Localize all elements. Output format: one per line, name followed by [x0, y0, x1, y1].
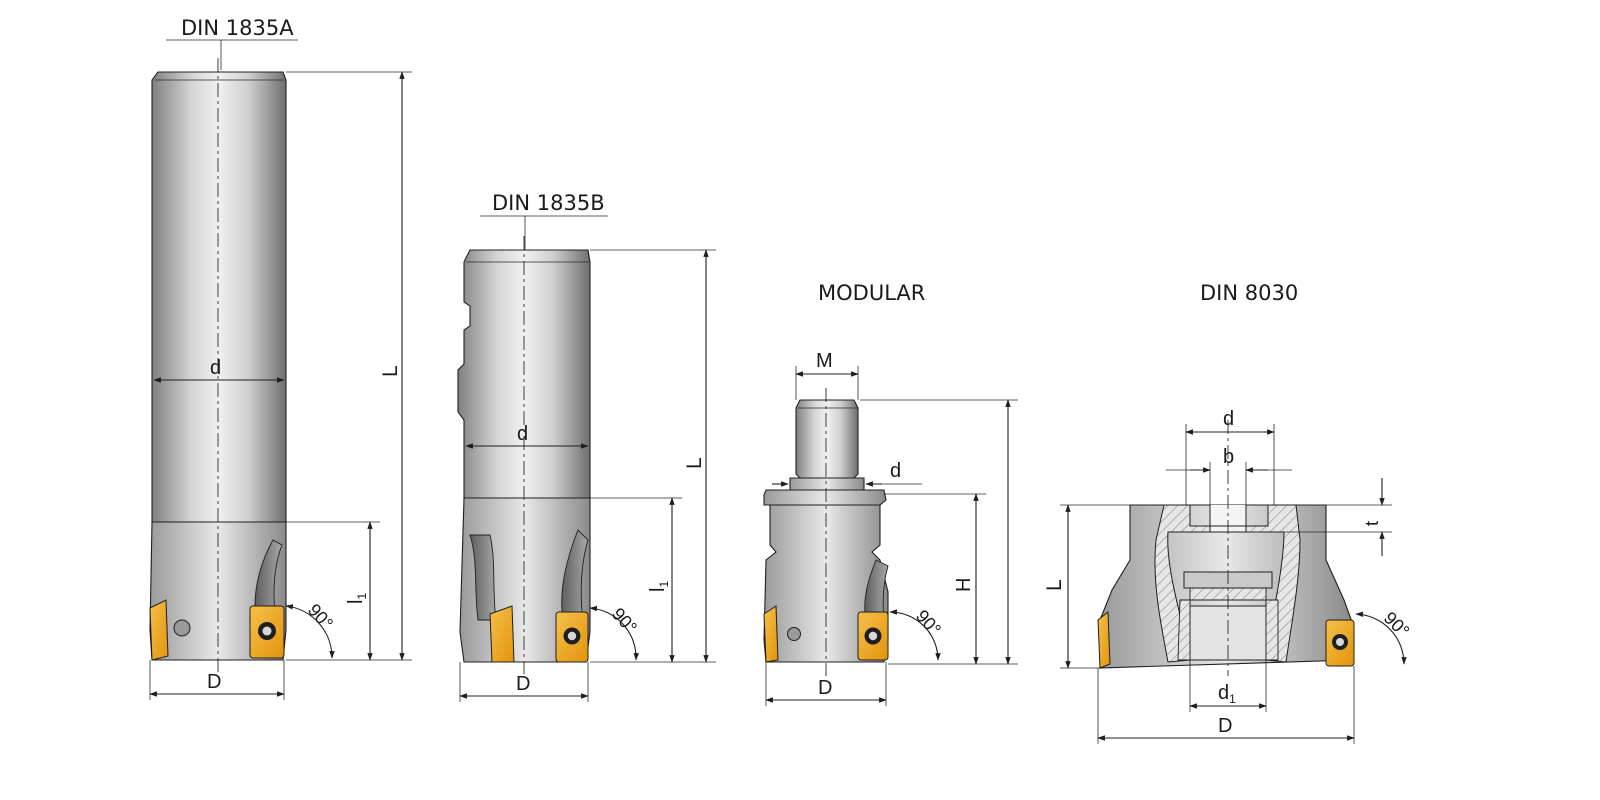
- dim-l1-1835a: l1: [286, 521, 380, 661]
- dim-d1-8030: d1: [1189, 660, 1267, 712]
- label-D: D: [516, 673, 530, 695]
- title-modular: MODULAR: [818, 281, 925, 305]
- dim-D-modular: D: [765, 662, 887, 706]
- dim-d-1835a: d: [153, 357, 285, 383]
- dim-d-modular: d: [772, 460, 922, 487]
- collar: [789, 477, 865, 491]
- label-l1: l: [647, 588, 669, 592]
- dim-t-8030: t: [1246, 478, 1392, 556]
- dim-L-8030: L: [1043, 504, 1130, 669]
- dim-H-modular: H: [884, 493, 986, 665]
- view-modular: MODULAR M d: [763, 281, 1018, 706]
- view-din1835a: DIN 1835A d L: [149, 16, 412, 700]
- dim-L-1835a: L: [286, 71, 412, 661]
- label-b: b: [1223, 446, 1234, 468]
- label-L: L: [1043, 579, 1066, 591]
- label-D: D: [1218, 715, 1232, 737]
- title-din8030: DIN 8030: [1200, 281, 1298, 305]
- insert-left: [763, 605, 779, 663]
- label-angle: 90°: [912, 606, 945, 640]
- label-d1: d: [1218, 682, 1229, 704]
- insert-right: [249, 605, 285, 659]
- dim-M-modular: M: [795, 350, 859, 400]
- label-d: d: [210, 357, 221, 379]
- flange: [763, 489, 887, 506]
- dim-L-modular: [860, 399, 1018, 665]
- dim-angle-modular: 90°: [889, 606, 945, 661]
- label-H: H: [953, 578, 975, 592]
- label-angle: 90°: [1380, 608, 1413, 641]
- insert-right: [1325, 619, 1355, 667]
- dim-d-1835b: d: [465, 423, 589, 449]
- insert-right: [857, 611, 889, 661]
- insert-left: [1097, 610, 1111, 669]
- label-D: D: [818, 677, 832, 699]
- label-l1-sub: 1: [657, 581, 671, 588]
- label-L: L: [379, 365, 402, 377]
- shank: [151, 71, 287, 523]
- dim-b-8030: b: [1166, 446, 1292, 505]
- thread-spigot: [795, 399, 859, 479]
- dim-D-1835b: D: [459, 662, 589, 702]
- label-d: d: [1223, 408, 1234, 430]
- label-L: L: [683, 457, 706, 469]
- label-t: t: [1362, 521, 1382, 526]
- label-angle: 90°: [304, 600, 337, 634]
- svg-text:d1: d1: [1218, 682, 1236, 706]
- label-d1-sub: 1: [1229, 692, 1236, 706]
- svg-text:l1: l1: [647, 581, 671, 592]
- svg-text:l1: l1: [345, 593, 369, 604]
- label-M: M: [816, 350, 833, 372]
- title-din1835b: DIN 1835B: [492, 191, 605, 215]
- view-din1835b: DIN 1835B d L: [457, 191, 716, 702]
- dim-angle-1835b: 90°: [589, 604, 641, 661]
- dim-angle-8030: 90°: [1355, 608, 1413, 665]
- dim-D-1835a: D: [149, 660, 285, 700]
- dim-L-1835b: L: [590, 249, 716, 663]
- title-din1835a: DIN 1835A: [181, 16, 294, 40]
- dim-D-8030: D: [1097, 666, 1355, 744]
- insert-right: [555, 611, 589, 663]
- dim-angle-1835a: 90°: [285, 600, 337, 659]
- insert-left: [149, 599, 169, 661]
- label-l1: l: [345, 600, 367, 604]
- view-din8030: DIN 8030 d: [1043, 281, 1413, 744]
- label-d: d: [517, 423, 528, 445]
- insert-left: [489, 605, 515, 663]
- label-D: D: [207, 671, 221, 693]
- dim-l1-1835b: l1: [590, 497, 682, 663]
- dim-d-8030: d: [1185, 408, 1275, 505]
- label-d: d: [890, 460, 901, 482]
- label-l1-sub: 1: [355, 593, 369, 600]
- label-angle: 90°: [608, 604, 641, 638]
